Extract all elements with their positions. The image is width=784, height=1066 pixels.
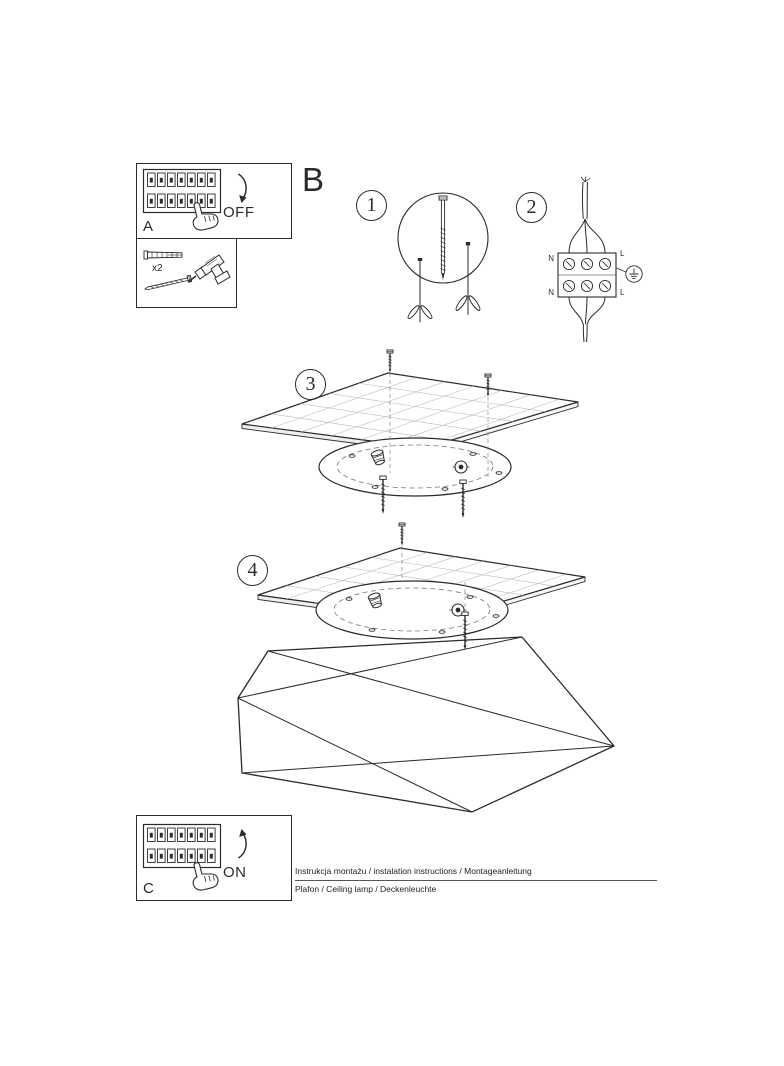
cable-top (568, 176, 606, 254)
line-label-top: L (620, 249, 625, 258)
panel-c-label: C (143, 880, 154, 897)
step-3-number: 3 (305, 373, 316, 395)
step-3-badge: 3 (295, 369, 326, 400)
footer: Instrukcja montażu / instalation instruc… (295, 866, 657, 894)
quantity-label: x2 (152, 263, 163, 274)
screw-icon (144, 274, 193, 291)
step-3-illustration (241, 349, 579, 519)
tools-panel: x2 (136, 238, 237, 308)
magnifier-circle (397, 192, 489, 284)
power-off-panel: OFF A (136, 163, 292, 239)
mounting-bracket (316, 581, 508, 639)
alignment-guides (389, 373, 489, 477)
flip-switch-arrow-icon (237, 173, 248, 204)
drill-icon (187, 254, 231, 285)
lampshade (237, 636, 616, 813)
step-4-number: 4 (247, 559, 258, 581)
step-2-number: 2 (526, 196, 537, 218)
toggle-anchor-icon (454, 241, 482, 316)
step-2-badge: 2 (516, 192, 547, 223)
mounting-bracket (319, 438, 511, 496)
neutral-label-top: N (548, 254, 554, 263)
footer-line-2: Plafon / Ceiling lamp / Deckenleuchte (295, 883, 437, 894)
step-2-illustration: N L N L (548, 176, 643, 343)
footer-line-1: Instrukcja montażu / instalation instruc… (295, 866, 657, 881)
power-on-panel: ON C (136, 815, 292, 901)
step-1-badge: 1 (356, 190, 387, 221)
line-label-bottom: L (620, 288, 625, 297)
off-label: OFF (223, 204, 255, 221)
toggle-anchor-icon (406, 257, 434, 323)
cable-bottom (568, 296, 606, 343)
power-off-illustration (137, 164, 248, 233)
mounting-screw-icon (386, 349, 394, 374)
wall-plug-icon (143, 250, 183, 260)
alignment-guides (401, 546, 466, 610)
circuit-breaker-icon (144, 170, 221, 213)
anchor-bolt-detail (438, 195, 448, 280)
section-b-label: B (302, 161, 325, 198)
power-on-illustration (137, 816, 248, 893)
terminal-block (557, 252, 617, 298)
panel-a-label: A (143, 218, 154, 235)
step-4-badge: 4 (237, 555, 268, 586)
flip-switch-arrow-icon (237, 828, 248, 859)
step-4-illustration (237, 522, 616, 813)
circuit-breaker-icon (144, 825, 221, 868)
step-1-number: 1 (366, 194, 377, 216)
step-1-illustration (397, 192, 489, 323)
ground-symbol-icon (616, 265, 643, 283)
tools-illustration (143, 250, 231, 291)
neutral-label-bottom: N (548, 288, 554, 297)
mounting-screw-icon (398, 522, 406, 547)
on-label: ON (223, 864, 247, 881)
